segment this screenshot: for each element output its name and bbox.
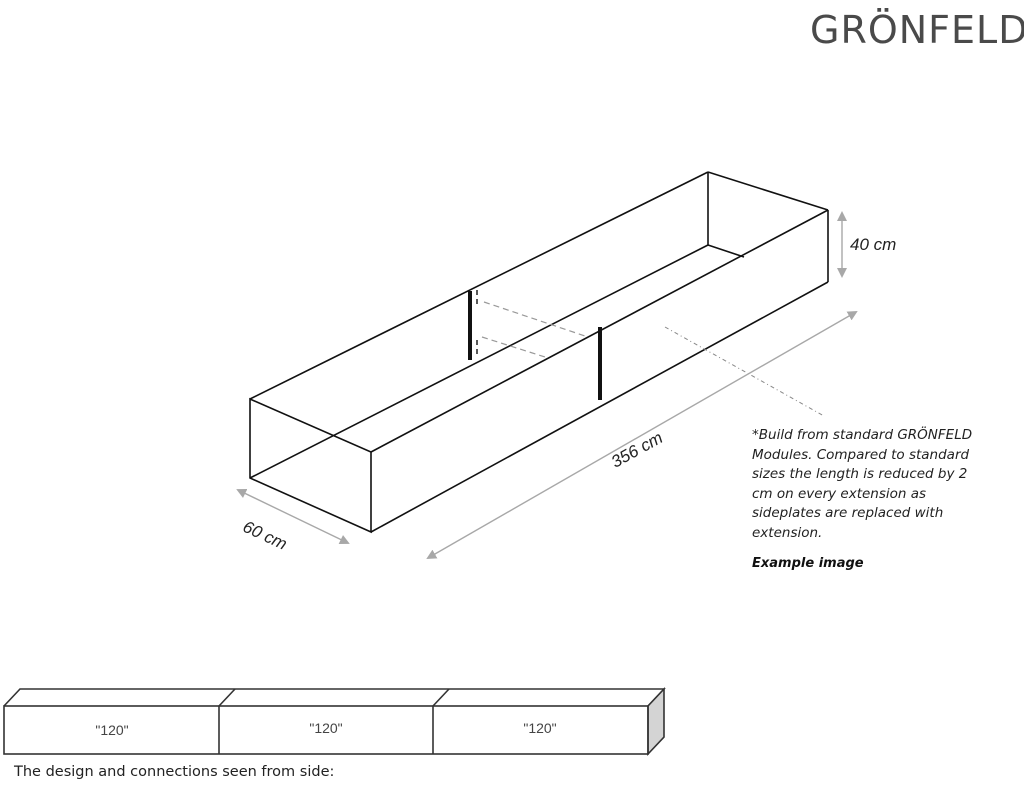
build-note: *Build from standard GRÖNFELD Modules. C… <box>752 427 973 541</box>
module-label-3: "120" <box>523 720 557 736</box>
module-label-2: "120" <box>309 720 343 736</box>
side-view <box>3 686 666 757</box>
gronfeld-logo: GRÖNFELD <box>810 8 1024 52</box>
height-dimension-label: 40 cm <box>850 235 897 254</box>
extension-joints <box>468 291 602 400</box>
box-outline <box>249 171 829 534</box>
example-image-label: Example image <box>752 556 864 571</box>
side-view-caption: The design and connections seen from sid… <box>14 764 335 780</box>
dimension-arrows <box>236 211 858 559</box>
module-label-1: "120" <box>95 722 129 738</box>
logo-text: GRÖNFELD <box>810 8 1024 52</box>
